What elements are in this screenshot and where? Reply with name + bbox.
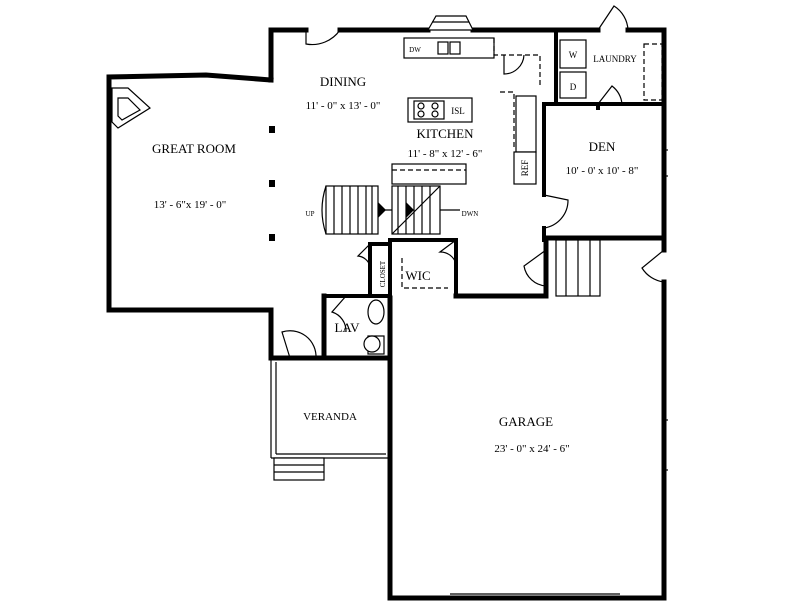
fixture-label-ref: REF xyxy=(520,160,530,177)
laundry-fixtures xyxy=(559,39,663,101)
exterior-walls xyxy=(106,27,667,601)
room-label-laundry: LAUNDRY xyxy=(593,54,637,64)
interior-walls xyxy=(322,28,666,298)
room-dims-dining: 11' - 0" x 13' - 0" xyxy=(306,100,381,112)
room-label-closet: CLOSET xyxy=(379,260,387,287)
stairs-label-up: UP xyxy=(306,210,315,218)
lav-fixtures xyxy=(363,299,385,355)
fixture-label-w: W xyxy=(569,50,578,60)
fixture-label-dw: DW xyxy=(409,46,421,54)
veranda-structure xyxy=(270,358,390,481)
columns xyxy=(269,126,275,241)
room-label-den: DEN xyxy=(589,139,616,154)
garage-steps xyxy=(555,239,601,297)
fixture-label-d: D xyxy=(570,82,577,92)
kitchen-island xyxy=(407,97,473,123)
room-label-garage: GARAGE xyxy=(499,414,553,429)
room-label-wic: WIC xyxy=(405,268,430,283)
room-dims-den: 10' - 0' x 10' - 8" xyxy=(566,165,639,177)
wic-shelves xyxy=(401,258,448,289)
room-label-lav: LAV xyxy=(334,320,360,335)
kitchen-counters xyxy=(403,37,541,185)
room-label-great-room: GREAT ROOM xyxy=(152,141,236,156)
doors xyxy=(281,5,668,471)
garage-door xyxy=(450,593,620,599)
fireplace xyxy=(111,87,151,129)
room-label-veranda: VERANDA xyxy=(303,411,357,423)
room-dims-great-room: 13' - 6"x 19' - 0" xyxy=(154,199,227,211)
bay-window xyxy=(426,15,474,31)
stairs xyxy=(321,185,460,235)
room-dims-garage: 23' - 0" x 24' - 6" xyxy=(494,443,569,455)
room-label-kitchen: KITCHEN xyxy=(416,126,474,141)
stairs-label-down: DWN xyxy=(462,210,479,218)
fixture-label-isl: ISL xyxy=(451,106,465,116)
bar-counter xyxy=(391,163,467,185)
room-dims-kitchen: 11' - 8" x 12' - 6" xyxy=(408,148,483,160)
room-label-dining: DINING xyxy=(320,74,366,89)
